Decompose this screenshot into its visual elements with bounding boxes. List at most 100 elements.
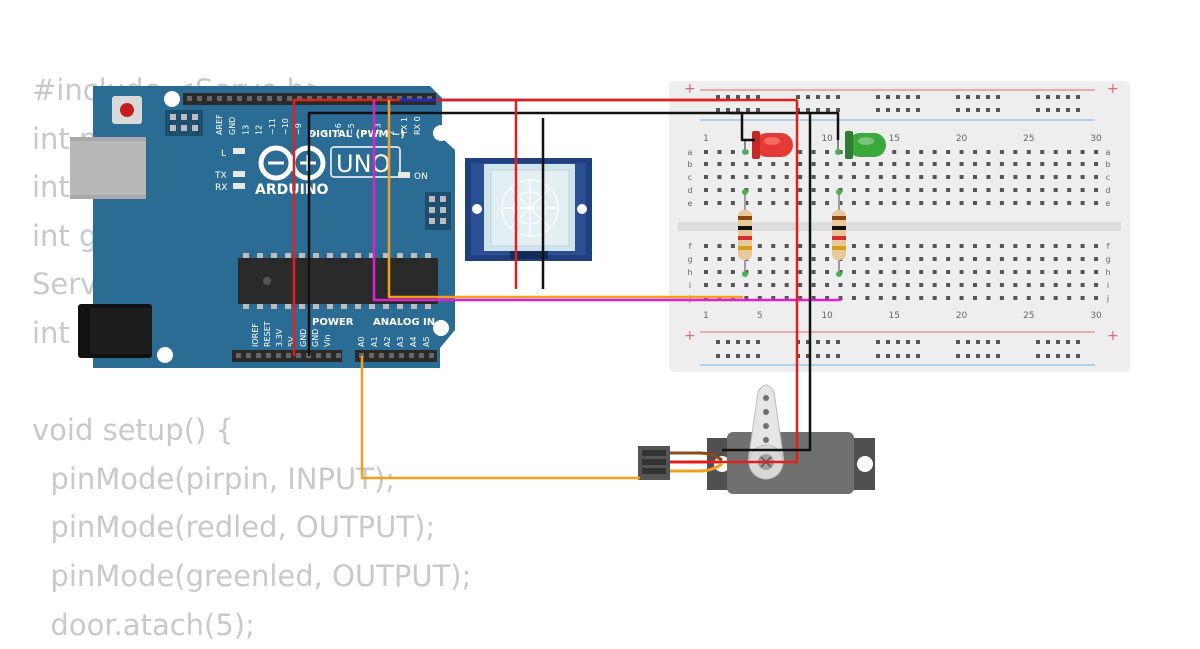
rail-hole bbox=[876, 354, 880, 358]
breadboard-hole bbox=[1040, 150, 1045, 154]
breadboard-hole bbox=[704, 201, 708, 205]
breadboard-hole bbox=[744, 175, 749, 179]
rail-hole bbox=[1036, 340, 1040, 344]
breadboard-hole bbox=[878, 270, 883, 274]
breadboard-hole bbox=[851, 257, 856, 261]
breadboard-hole bbox=[865, 175, 870, 179]
column-number: 30 bbox=[1090, 134, 1102, 144]
row-letter: a bbox=[688, 148, 693, 157]
servo-horn-hole bbox=[763, 437, 769, 443]
breadboard-hole bbox=[1026, 257, 1031, 261]
rail-hole bbox=[806, 95, 810, 99]
breadboard-hole bbox=[973, 257, 977, 261]
breadboard-hole bbox=[1053, 244, 1058, 248]
rail-hole bbox=[976, 108, 980, 112]
chip-leg bbox=[341, 253, 347, 258]
breadboard-hole bbox=[999, 296, 1004, 300]
rail-hole bbox=[906, 340, 910, 344]
breadboard-hole bbox=[704, 162, 708, 166]
wire-black-greenled bbox=[810, 111, 840, 140]
chip-legs bbox=[243, 253, 431, 309]
row-letter: h bbox=[1105, 268, 1110, 277]
breadboard-hole bbox=[1026, 201, 1031, 205]
row-letter: j bbox=[688, 294, 691, 303]
breadboard-hole bbox=[905, 257, 910, 261]
breadboard-hole bbox=[811, 201, 816, 205]
breadboard-hole bbox=[959, 150, 964, 154]
breadboard-hole bbox=[811, 244, 816, 248]
breadboard-hole bbox=[798, 188, 803, 192]
breadboard-hole bbox=[946, 175, 951, 179]
breadboard-hole bbox=[784, 296, 789, 300]
breadboard-hole bbox=[932, 296, 937, 300]
analog-pin-label: A4 bbox=[409, 336, 418, 347]
breadboard-hole bbox=[1013, 188, 1018, 192]
icsp-pin bbox=[440, 196, 446, 202]
breadboard-hole bbox=[851, 175, 856, 179]
rail-hole bbox=[996, 95, 1000, 99]
header-pin bbox=[387, 96, 392, 101]
breadboard-hole bbox=[892, 175, 897, 179]
header-pin bbox=[237, 96, 242, 101]
breadboard-hole bbox=[959, 244, 964, 248]
header-pin bbox=[207, 96, 212, 101]
header-pin bbox=[326, 353, 331, 358]
row-letter: i bbox=[1107, 281, 1109, 290]
rail-hole bbox=[956, 340, 960, 344]
rail-hole bbox=[1066, 354, 1070, 358]
breadboard-hole bbox=[730, 188, 735, 192]
breadboard-hole bbox=[905, 175, 910, 179]
breadboard-hole bbox=[1067, 150, 1072, 154]
row-letter: h bbox=[687, 268, 692, 277]
rail-hole bbox=[1036, 354, 1040, 358]
led-label-l: L bbox=[221, 149, 226, 159]
rail-hole bbox=[976, 354, 980, 358]
servo-horn-hole bbox=[763, 395, 769, 401]
chip-leg bbox=[383, 253, 389, 258]
breadboard-hole bbox=[1040, 283, 1045, 287]
icsp-pin bbox=[440, 207, 446, 213]
rail-hole bbox=[816, 108, 820, 112]
breadboard-hole bbox=[959, 283, 964, 287]
servo-mount-hole bbox=[857, 456, 873, 472]
icsp-pin bbox=[170, 125, 176, 131]
rail-hole bbox=[1076, 95, 1080, 99]
breadboard-hole bbox=[999, 270, 1004, 274]
rail-hole bbox=[1056, 340, 1060, 344]
row-letter: g bbox=[687, 255, 692, 264]
header-pin bbox=[409, 353, 414, 358]
breadboard-hole bbox=[825, 244, 830, 248]
breadboard-hole bbox=[1013, 257, 1018, 261]
analog-pin-label: A2 bbox=[383, 336, 392, 347]
header-pin bbox=[297, 96, 302, 101]
breadboard-hole bbox=[905, 270, 910, 274]
resistor-band bbox=[832, 236, 846, 240]
breadboard-hole bbox=[892, 270, 897, 274]
breadboard-hole bbox=[704, 244, 708, 248]
hole-highlight bbox=[742, 149, 748, 155]
breadboard-hole bbox=[771, 257, 776, 261]
digital-pin-label: 4 bbox=[360, 130, 369, 135]
header-pin bbox=[277, 96, 282, 101]
chip-leg bbox=[327, 304, 333, 309]
breadboard-hole bbox=[811, 257, 816, 261]
power-pin-label: GND bbox=[311, 329, 320, 347]
rail-hole bbox=[1056, 354, 1060, 358]
breadboard-hole bbox=[905, 296, 910, 300]
rail-hole bbox=[1056, 108, 1060, 112]
breadboard-hole bbox=[865, 188, 870, 192]
breadboard-hole bbox=[946, 201, 951, 205]
header-pin bbox=[256, 353, 261, 358]
header-pin bbox=[419, 353, 424, 358]
breadboard-hole bbox=[1013, 175, 1018, 179]
header-pin bbox=[399, 353, 404, 358]
header-pin bbox=[367, 96, 372, 101]
breadboard-hole bbox=[798, 296, 803, 300]
icsp-pin bbox=[181, 114, 187, 120]
breadboard-hole bbox=[825, 162, 830, 166]
breadboard-hole bbox=[878, 175, 883, 179]
breadboard-hole bbox=[999, 150, 1004, 154]
breadboard-hole bbox=[932, 150, 937, 154]
rail-hole bbox=[746, 354, 750, 358]
header-pin bbox=[337, 96, 342, 101]
